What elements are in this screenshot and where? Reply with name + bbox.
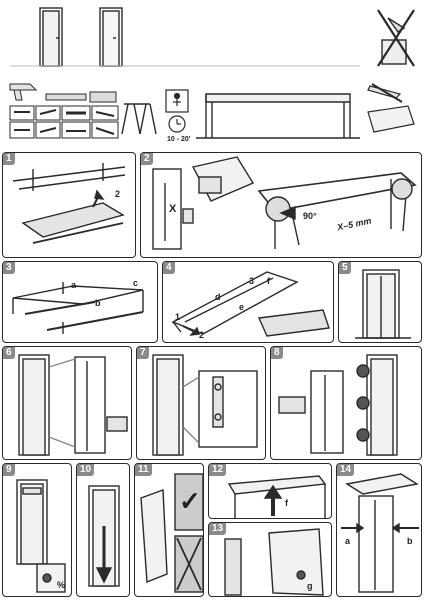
step-6-illustration xyxy=(18,354,128,456)
step-7-panel: 7 xyxy=(136,346,266,460)
step-6-panel: 6 xyxy=(2,346,132,460)
step-3-panel: 3 a b c xyxy=(2,261,158,343)
step-12-panel: 12 f xyxy=(208,463,332,519)
step-10-panel: 10 xyxy=(76,463,130,597)
step-13-label-g: g xyxy=(307,581,313,591)
step-number: 4 xyxy=(163,262,175,274)
step-4-label-3: 3 xyxy=(249,276,255,286)
step-11-ok-icon: ✓ xyxy=(179,486,201,516)
step-5-illustration xyxy=(355,269,411,339)
header-doors xyxy=(0,0,425,76)
no-knife-cut-icon xyxy=(377,9,415,67)
step-14-panel: 14 a b xyxy=(336,463,422,597)
tools-illustrations xyxy=(9,83,415,139)
step-4-label-2: 2 xyxy=(199,330,205,340)
step-3-label-c: c xyxy=(133,278,139,288)
step-4-label-d: d xyxy=(215,292,221,302)
step-3-label-b: b xyxy=(95,298,101,308)
step-number: 10 xyxy=(77,464,95,476)
step-1-label-2: 2 xyxy=(115,189,121,199)
step-number: 8 xyxy=(271,347,283,359)
header-door-illustrations xyxy=(10,7,415,67)
step-8-illustration xyxy=(278,354,398,456)
step-9-label-pct: % xyxy=(57,580,66,590)
step-3-label-a: a xyxy=(71,280,77,290)
step-4-panel: 4 1 2 3 d e f xyxy=(162,261,334,343)
step-9-panel: 9 % xyxy=(2,463,72,597)
step-number: 3 xyxy=(3,262,15,274)
step-4-label-f: f xyxy=(267,276,270,286)
step-11-illustration xyxy=(140,473,203,593)
step-12-label-f: f xyxy=(285,498,288,508)
step-number: 2 xyxy=(141,153,153,165)
step-2-label-x: X xyxy=(169,203,177,215)
step-14-label-a: a xyxy=(345,536,351,546)
step-number: 11 xyxy=(135,464,152,476)
step-2-label-angle: 90° xyxy=(303,211,317,221)
step-14-illustration xyxy=(341,473,419,593)
step-3-illustration xyxy=(12,282,144,334)
step-4-label-1: 1 xyxy=(175,312,181,322)
step-4-label-e: e xyxy=(239,302,245,312)
step-4-illustration xyxy=(171,271,330,337)
step-number: 14 xyxy=(337,464,355,476)
step-13-panel: 13 g xyxy=(208,522,332,597)
step-10-illustration xyxy=(88,485,120,587)
step-1-panel: 1 2 xyxy=(2,152,136,258)
step-number: 7 xyxy=(137,347,149,359)
step-number: 12 xyxy=(209,464,227,476)
step-8-panel: 8 xyxy=(270,346,422,460)
step-2-illustration xyxy=(152,156,417,250)
step-9-illustration xyxy=(16,479,66,593)
step-2-panel: 2 X 90° X–5 mm xyxy=(140,152,422,258)
step-5-panel: 5 xyxy=(338,261,422,343)
step-1-illustration xyxy=(12,163,126,244)
step-number: 1 xyxy=(3,153,15,165)
step-number: 6 xyxy=(3,347,15,359)
step-number: 13 xyxy=(209,523,227,535)
step-11-panel: 11 ✓ xyxy=(134,463,204,597)
step-12-illustration xyxy=(227,475,327,518)
step-number: 5 xyxy=(339,262,351,274)
step-14-label-b: b xyxy=(407,536,413,546)
step-13-illustration xyxy=(224,528,324,596)
step-7-illustration xyxy=(152,354,258,456)
clock-label: 10 - 20' xyxy=(167,136,191,143)
tools-section: 10 - 20' xyxy=(0,76,425,148)
step-number: 9 xyxy=(3,464,15,476)
